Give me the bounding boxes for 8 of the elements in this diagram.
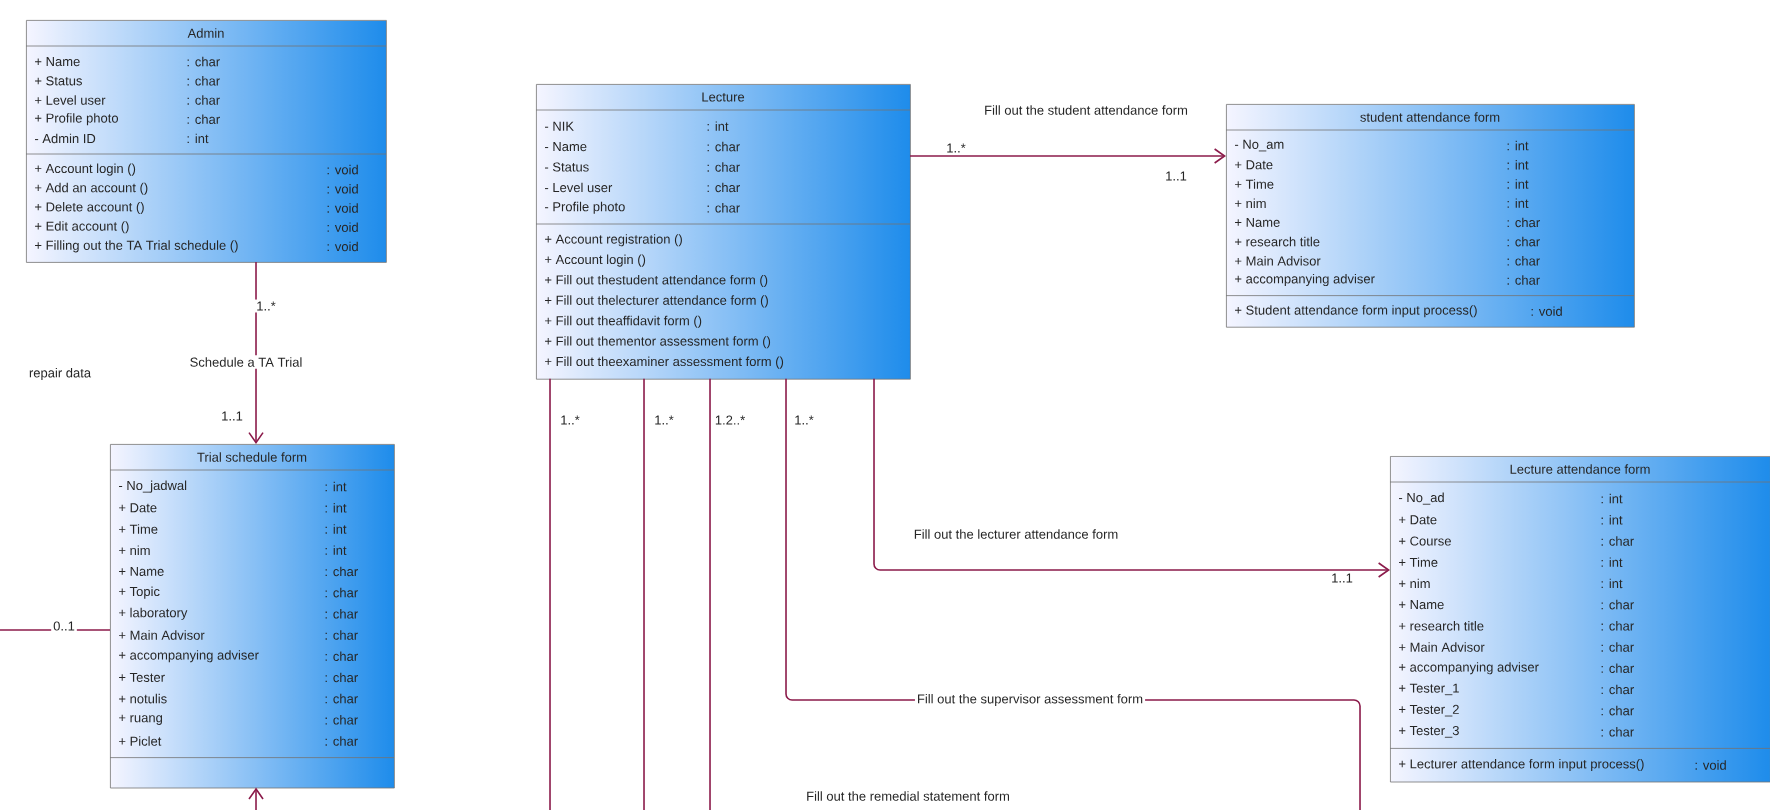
association-line xyxy=(873,378,1391,578)
association-line xyxy=(549,378,551,810)
association-line xyxy=(643,378,645,810)
association-line xyxy=(909,148,1226,164)
association-line xyxy=(709,378,711,810)
association-line xyxy=(248,261,264,444)
association-line xyxy=(248,787,264,810)
association-line xyxy=(0,629,111,631)
